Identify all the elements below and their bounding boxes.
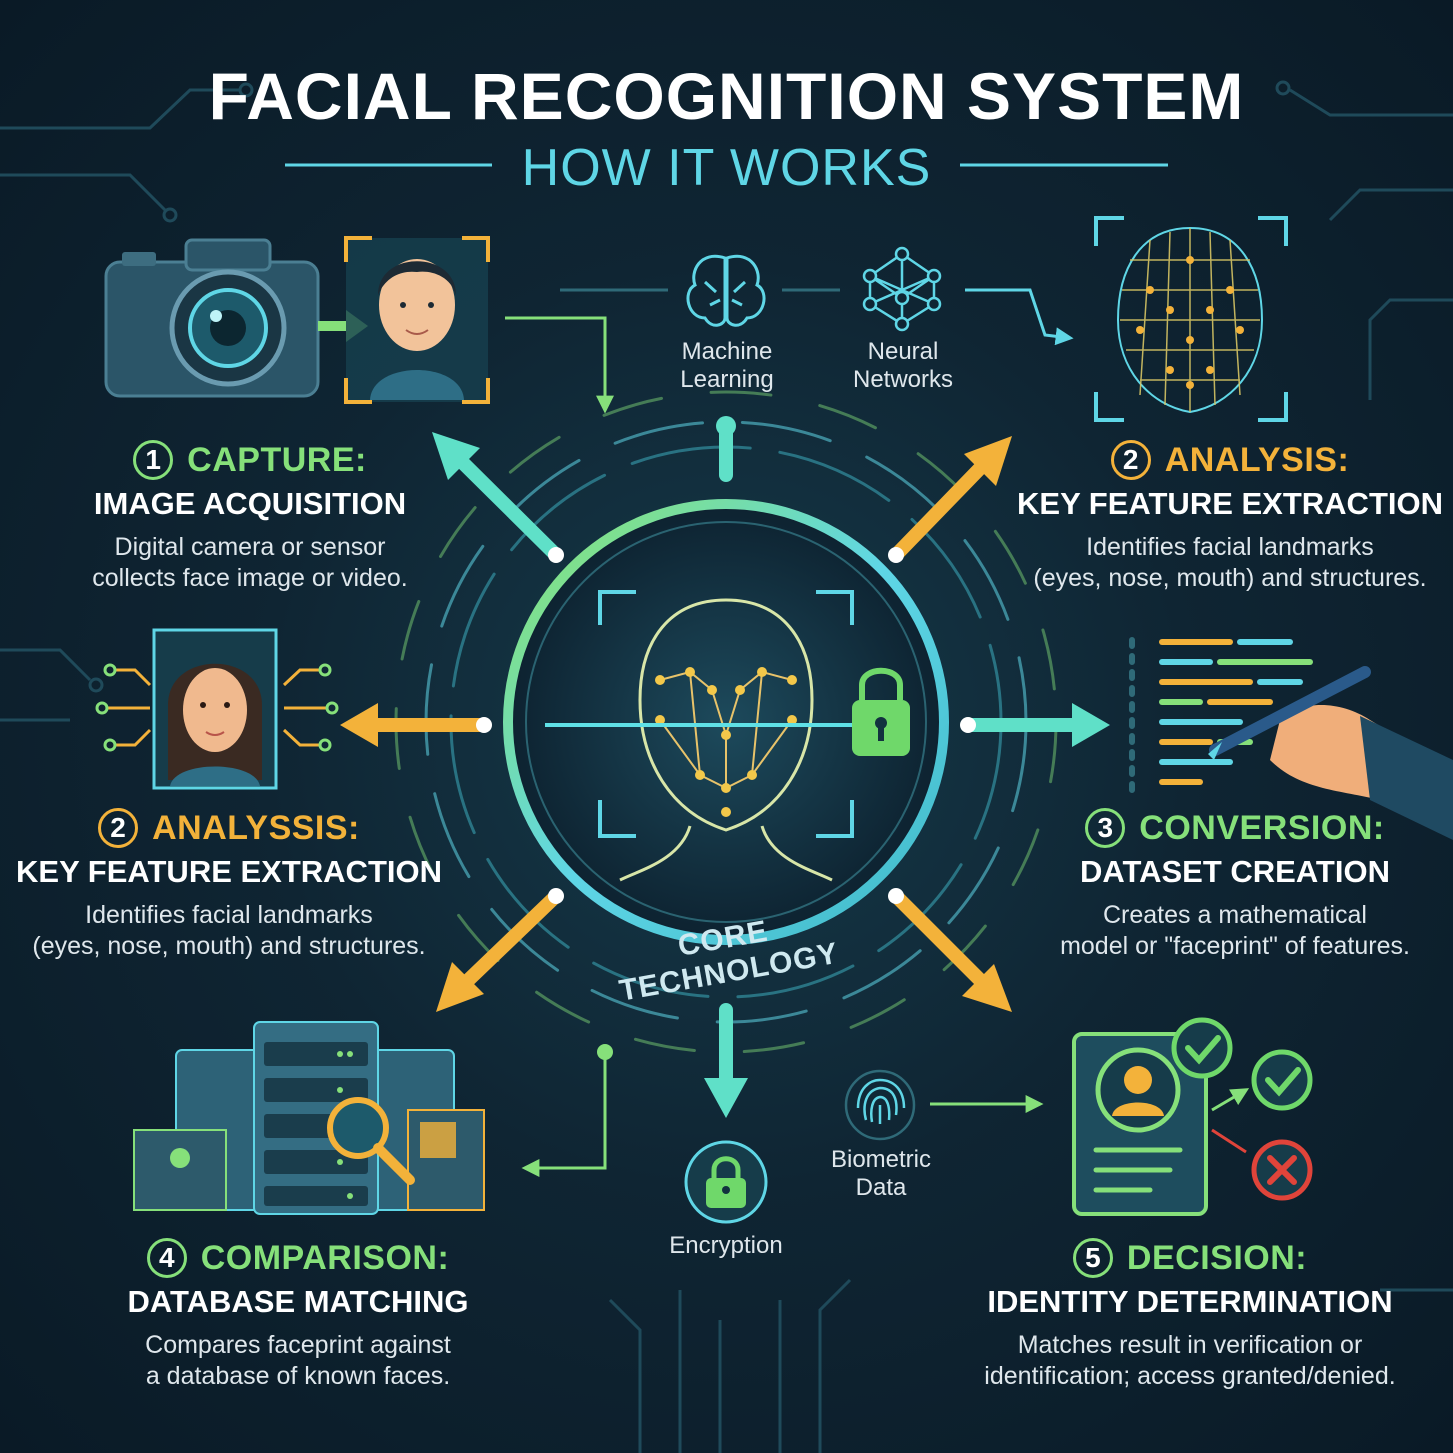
circuit-traces [0, 80, 1453, 1453]
access-denied-icon [1251, 1139, 1313, 1201]
step-subtitle: IDENTITY DETERMINATION [987, 1284, 1393, 1319]
step-label: DECISION: [1126, 1238, 1308, 1277]
step-number-badge: 2 [98, 808, 139, 848]
page-subtitle: HOW IT WORKS [521, 139, 932, 197]
step-number-badge: 2 [1110, 440, 1151, 480]
step-subtitle: DATASET CREATION [1080, 854, 1390, 889]
step-label: CAPTURE: [187, 440, 367, 479]
step-subtitle: KEY FEATURE EXTRACTION [16, 854, 442, 889]
check-badge-icon [1171, 1017, 1233, 1079]
step-number-badge: 1 [133, 440, 174, 480]
face-outline-icon [638, 598, 814, 832]
neural-networks-label: Neural Networks [852, 338, 954, 393]
step-description: Compares faceprint against a database of… [145, 1331, 451, 1390]
step-number-badge: 4 [146, 1238, 187, 1278]
arrow-to-decision [889, 889, 997, 997]
lock-icon [852, 667, 910, 756]
encryption-label: Encryption [669, 1232, 783, 1259]
step-analysis-right: 2 ANALYSIS: KEY FEATURE EXTRACTION Identi… [1010, 440, 1450, 594]
arrow-to-comparison [451, 889, 563, 997]
machine-learning-label: Machine Learning [680, 338, 774, 393]
page-title: FACIAL RECOGNITION SYSTEM [208, 59, 1245, 133]
ring-nodes [476, 547, 976, 904]
camera-icon [104, 238, 320, 398]
captured-face-frame [344, 236, 490, 404]
arrow-to-analysis-right [889, 451, 997, 562]
core-technology-circle [503, 499, 949, 945]
hand-pen-icon [1208, 666, 1453, 840]
encryption-lock-icon [684, 1140, 768, 1224]
step-subtitle: IMAGE ACQUISITION [93, 486, 407, 521]
step-conversion: 3 CONVERSION: DATASET CREATION Creates a … [1030, 808, 1440, 962]
radial-arrows [340, 416, 1110, 1118]
step-label: COMPARISON: [200, 1238, 450, 1277]
biometric-data-label: Biometric Data [830, 1146, 932, 1201]
step-number-badge: 5 [1072, 1238, 1113, 1278]
code-dataset-icon [1129, 637, 1313, 793]
step-description: Identifies facial landmarks (eyes, nose,… [32, 901, 426, 960]
step-subtitle: KEY FEATURE EXTRACTION [1017, 486, 1443, 521]
step-description: Digital camera or sensor collects face i… [92, 533, 408, 592]
step-subtitle: DATABASE MATCHING [127, 1284, 469, 1319]
step-label: ANALYSIS: [1164, 440, 1350, 479]
step-comparison: 4 COMPARISON: DATABASE MATCHING Compares … [88, 1238, 508, 1392]
arrow-to-capture [445, 445, 563, 562]
neural-network-icon [862, 246, 942, 332]
step-description: Identifies facial landmarks (eyes, nose,… [1033, 533, 1427, 592]
step-number-badge: 3 [1085, 808, 1126, 848]
step-label: CONVERSION: [1139, 808, 1385, 847]
brain-icon [686, 254, 766, 327]
face-mesh-icon [1094, 216, 1288, 422]
database-servers-icon [133, 1021, 485, 1215]
step-decision: 5 DECISION: IDENTITY DETERMINATION Matche… [940, 1238, 1440, 1392]
step-capture: 1 CAPTURE: IMAGE ACQUISITION Digital came… [40, 440, 460, 594]
step-description: Creates a mathematical model or "facepri… [1060, 901, 1410, 960]
id-card-icon [1072, 1032, 1208, 1216]
portrait-scan-icon [95, 628, 339, 790]
step-description: Matches result in verification or identi… [984, 1331, 1396, 1390]
step-analysis-left: 2 ANALYSSIS: KEY FEATURE EXTRACTION Ident… [14, 808, 444, 962]
fingerprint-icon [844, 1069, 916, 1141]
step-label: ANALYSSIS: [152, 808, 360, 847]
access-granted-icon [1251, 1049, 1313, 1111]
